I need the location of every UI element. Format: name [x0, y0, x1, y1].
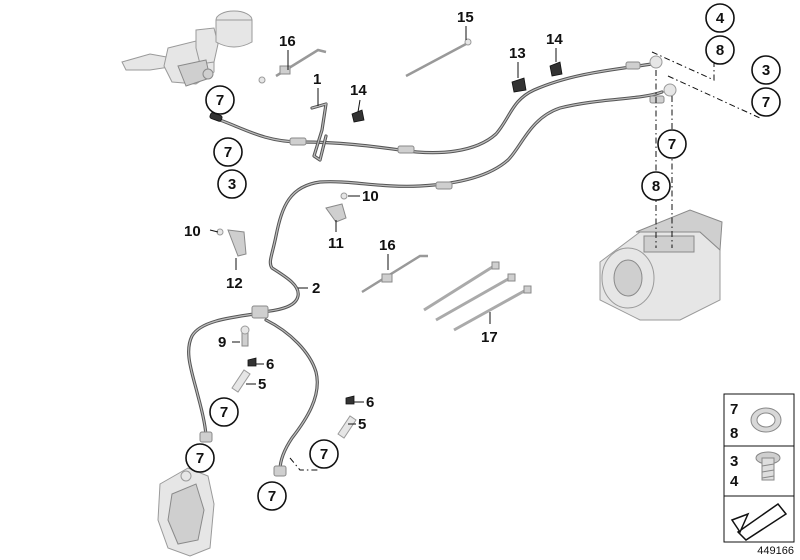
part-label-16-mid: 16	[379, 237, 396, 254]
callout-7-low2: 7	[196, 450, 204, 467]
abs-pressure-modulator	[599, 209, 723, 321]
callout-7-a: 7	[216, 92, 224, 109]
part-label-13: 13	[509, 45, 526, 62]
clip-14-top-left	[351, 109, 365, 123]
bolt-9	[240, 325, 250, 347]
clamp-16-top	[258, 48, 327, 84]
part-label-10-right: 10	[362, 188, 379, 205]
callout-8-top: 8	[716, 42, 724, 59]
clip-13	[511, 77, 527, 93]
callout-7-right: 7	[762, 94, 770, 111]
callout-3-a: 3	[228, 176, 236, 193]
bleeder-valve-right	[337, 395, 357, 439]
legend-seal-number-b: 8	[730, 425, 738, 442]
bleeder-valve-left	[231, 357, 257, 393]
callout-3-right: 3	[762, 62, 770, 79]
part-label-6-left: 6	[266, 356, 274, 373]
diagram-number: 449166	[757, 545, 794, 557]
part-label-9: 9	[218, 334, 226, 351]
legend-bolt-number-b: 4	[730, 473, 739, 490]
part-label-1: 1	[313, 71, 321, 88]
pipe-holder-1	[310, 102, 328, 162]
brake-line-front-right	[264, 318, 319, 472]
part-label-11: 11	[328, 235, 344, 252]
bracket-11	[325, 192, 348, 223]
callout-7-mid: 7	[668, 136, 676, 153]
part-label-15: 15	[457, 9, 474, 26]
hollow-bolt-icon	[755, 451, 781, 481]
leader-lines	[209, 26, 557, 425]
pipe-fittings	[199, 55, 677, 477]
part-label-17: 17	[481, 329, 498, 346]
brake-line-upper	[212, 62, 654, 155]
part-label-6-right: 6	[366, 394, 374, 411]
master-cylinder-lever	[121, 10, 253, 87]
part-label-16-top: 16	[279, 33, 296, 50]
callout-7-b: 7	[224, 144, 232, 161]
part-label-14-right: 14	[546, 31, 563, 48]
brake-line-front-left	[187, 312, 256, 440]
circled-callouts: 7 7 3 4 8 3 7 7 8 7 7 7 7	[185, 3, 781, 511]
legend-bolt-number-a: 3	[730, 453, 738, 470]
arrow-icon	[730, 502, 788, 541]
brake-caliper	[157, 467, 215, 557]
legend-seal-number-a: 7	[730, 401, 738, 418]
callout-7-low3: 7	[320, 446, 328, 463]
clip-14-top-right	[549, 61, 563, 77]
part-label-10-left: 10	[184, 223, 201, 240]
part-label-5-left: 5	[258, 376, 266, 393]
brake-line-lower	[260, 90, 664, 314]
seal-ring-icon	[750, 407, 782, 433]
callout-8-mid: 8	[652, 178, 660, 195]
part-label-5-right: 5	[358, 416, 366, 433]
part-label-2: 2	[312, 280, 320, 297]
part-label-12: 12	[226, 275, 243, 292]
clamp-16-mid	[361, 254, 428, 294]
callout-7-low1: 7	[220, 404, 228, 421]
part-label-14-left: 14	[350, 82, 367, 99]
bracket-12	[216, 228, 247, 257]
cable-ties-17	[423, 261, 532, 332]
part-numbers: 1 16 14 15 13 14 10 11 10 12 2 16 17 9 6…	[184, 9, 563, 433]
cable-tie-15	[405, 38, 472, 78]
legend-box: 7 8 3 4	[723, 393, 795, 543]
callout-7-low4: 7	[268, 488, 276, 505]
callout-4-top: 4	[716, 10, 725, 27]
